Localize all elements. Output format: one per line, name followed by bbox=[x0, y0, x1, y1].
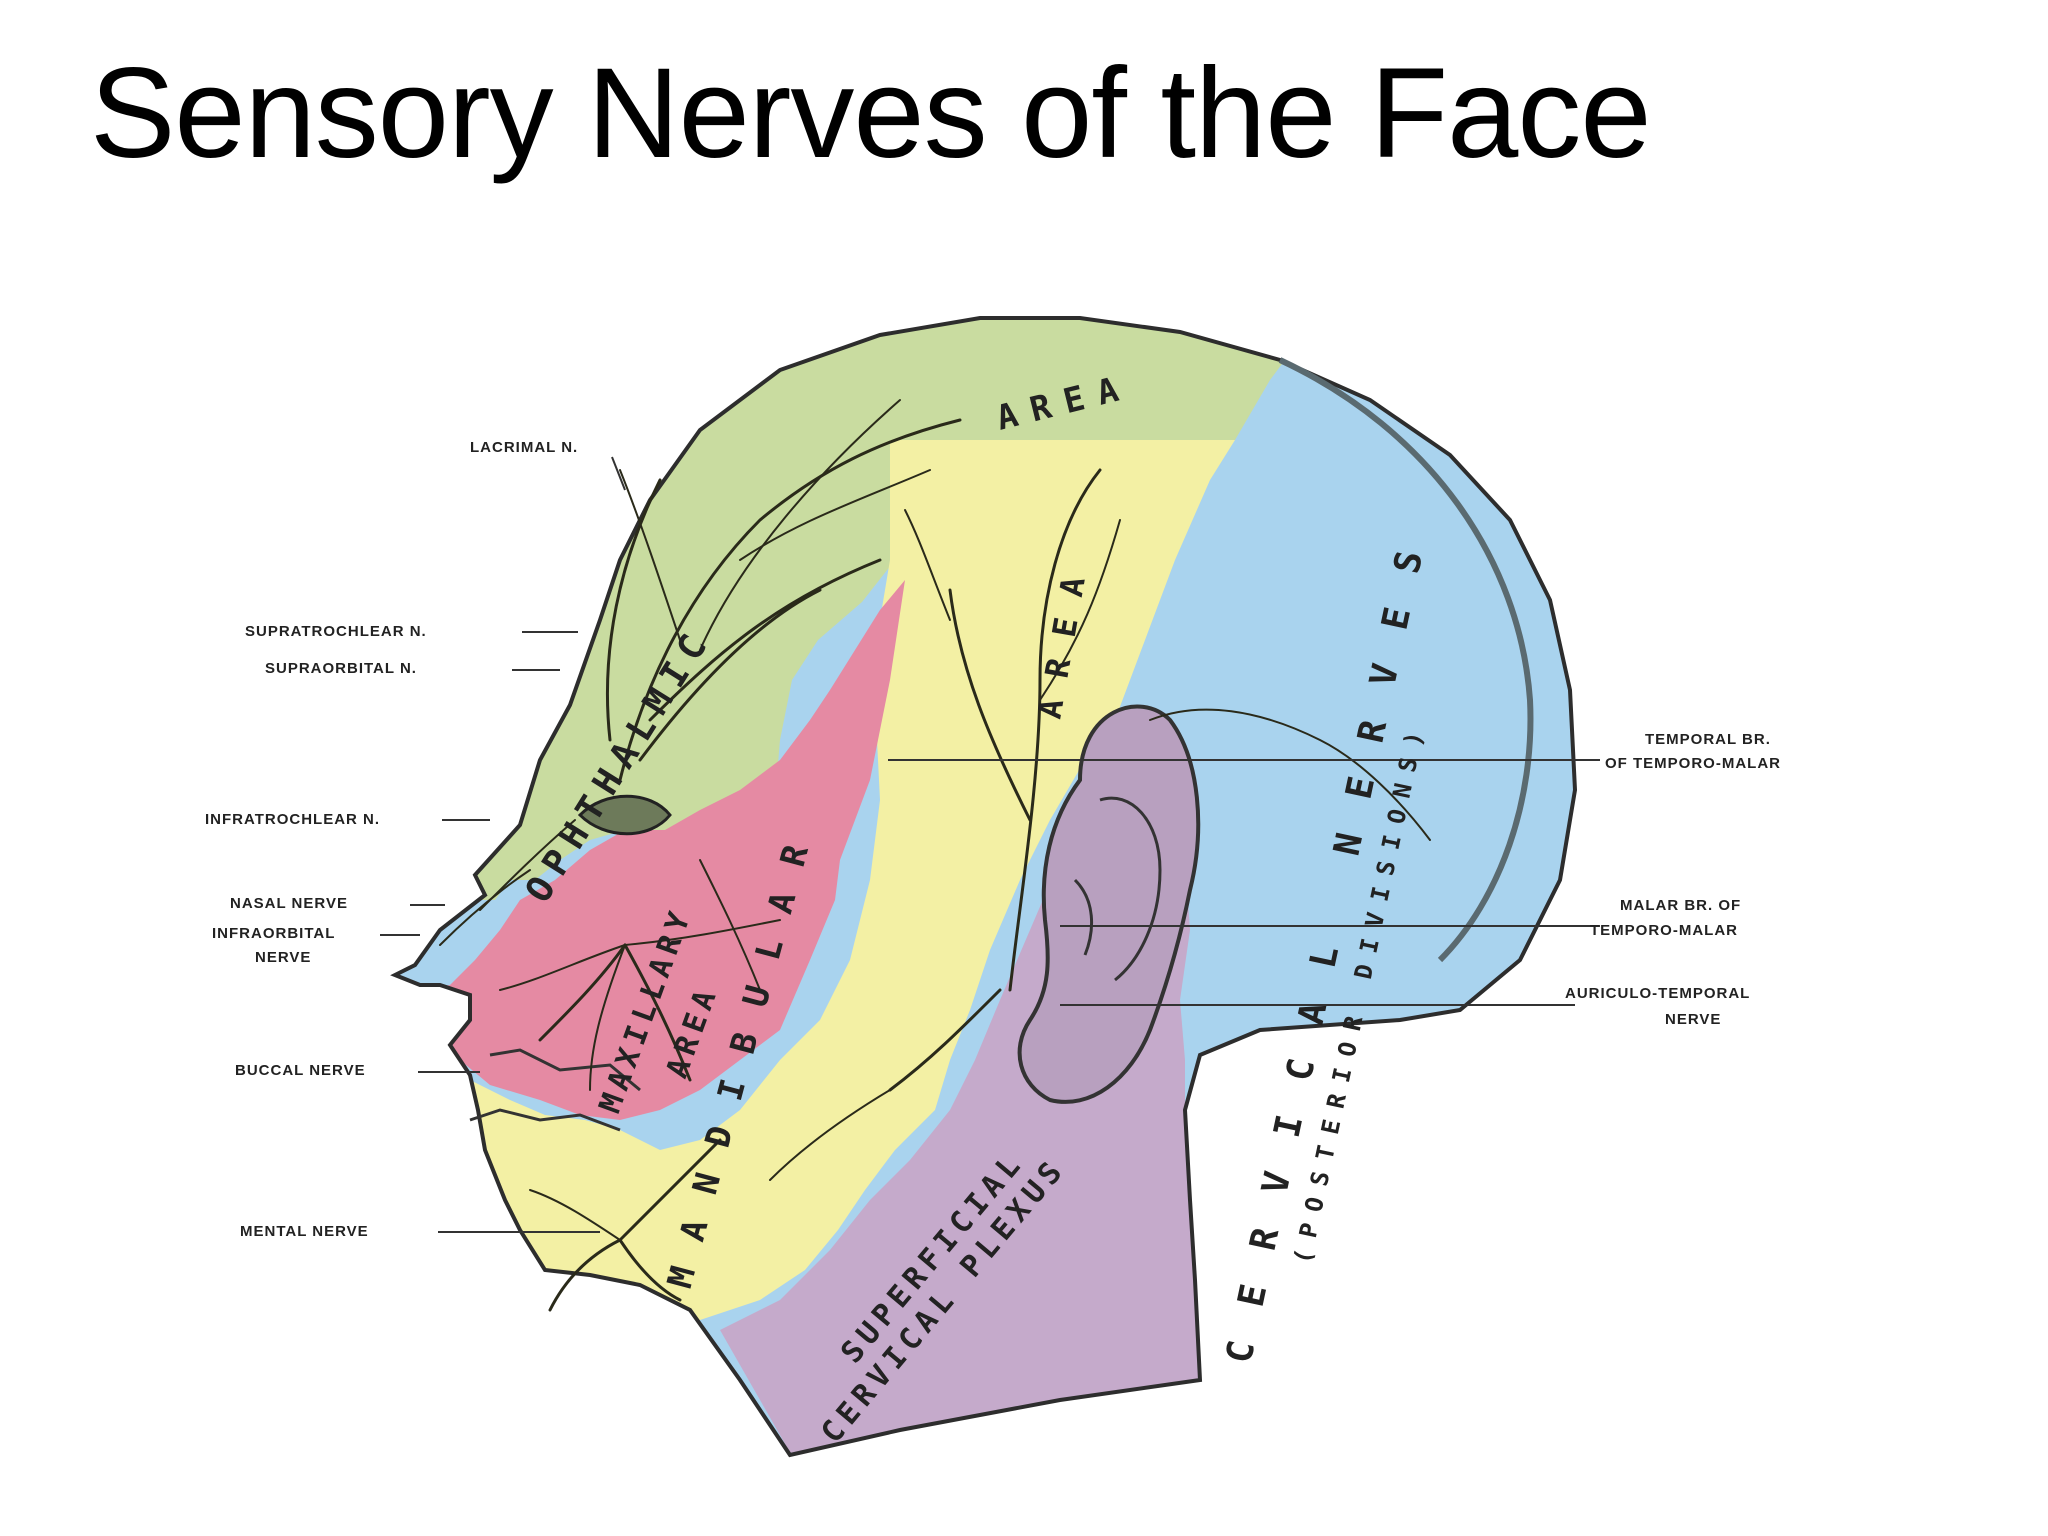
label-auriculo-line1: AURICULO-TEMPORAL bbox=[1565, 985, 1750, 1002]
label-temporal-line1: TEMPORAL BR. bbox=[1645, 731, 1771, 748]
label-supratrochlear: SUPRATROCHLEAR N. bbox=[245, 623, 427, 640]
mouth-line bbox=[469, 1108, 621, 1132]
label-auriculo-line2: NERVE bbox=[1665, 1011, 1721, 1028]
label-infraorbital-line2: NERVE bbox=[255, 949, 311, 966]
label-mental-nerve: MENTAL NERVE bbox=[240, 1223, 369, 1240]
nerve-branches bbox=[439, 399, 1431, 1312]
label-infratrochlear: INFRATROCHLEAR N. bbox=[205, 811, 380, 828]
label-buccal-nerve: BUCCAL NERVE bbox=[235, 1062, 366, 1079]
leader-lines-right bbox=[888, 759, 1600, 1006]
label-temporal-line2: OF TEMPORO-MALAR bbox=[1605, 755, 1781, 772]
head-regions bbox=[395, 318, 1575, 1455]
leader-lines-left bbox=[380, 456, 626, 1233]
label-infraorbital-line1: INFRAORBITAL bbox=[212, 925, 335, 942]
slide-title: Sensory Nerves of the Face bbox=[90, 42, 1651, 185]
region-maxillary bbox=[420, 580, 905, 1120]
eye bbox=[577, 794, 672, 836]
label-malar-line1: MALAR BR. OF bbox=[1620, 897, 1741, 914]
label-lacrimal: LACRIMAL N. bbox=[470, 439, 578, 456]
ear bbox=[1017, 704, 1201, 1104]
label-supraorbital: SUPRAORBITAL N. bbox=[265, 660, 417, 677]
label-malar-line2: TEMPORO-MALAR bbox=[1590, 922, 1738, 939]
lips bbox=[489, 1048, 641, 1092]
head-outline bbox=[390, 316, 1578, 1458]
skull-line bbox=[1278, 357, 1534, 963]
label-nasal-nerve: NASAL NERVE bbox=[230, 895, 348, 912]
